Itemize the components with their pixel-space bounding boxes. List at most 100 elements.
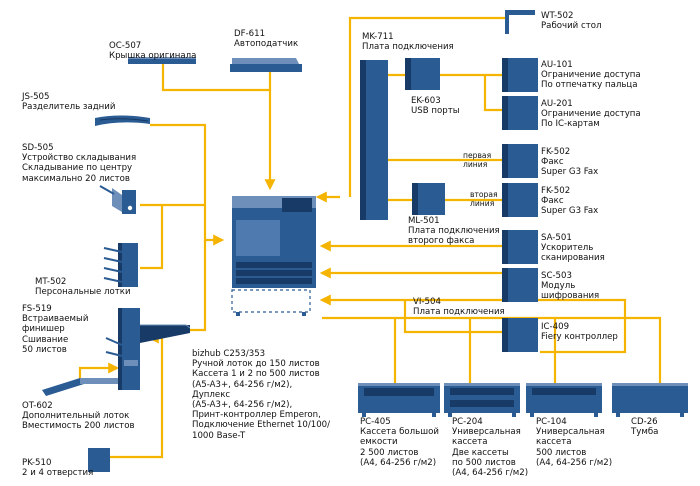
au201-device [502,96,538,130]
label-desc: Разделитель задний [22,102,116,113]
mt502-device [103,243,138,287]
label-desc: Встраиваемый финишер Сшивание 50 листов [22,314,89,355]
ot602-device [42,378,118,396]
pc104-device [526,383,602,417]
pc405-device [358,383,440,417]
label-desc: линия [463,160,488,169]
label-vi504: VI-504 Плата подключения [413,297,505,317]
label-code: OC-507 [109,41,142,51]
label-line1: первая линия [463,151,491,169]
oc507-device [128,57,196,64]
df611-device [230,58,302,72]
label-code: MT-502 [35,277,67,287]
label-main-unit: bizhub C253/353 Ручной лоток до 150 лист… [192,349,330,441]
label-mt502: MT-502 Персональные лотки [35,277,131,297]
fk502b-device [502,183,538,217]
label-ic409: IC-409 Fiery контроллер [541,322,618,342]
label-code: OT-602 [22,401,53,411]
wire-js505 [150,123,225,246]
label-fs519: FS-519 Встраиваемый финишер Сшивание 50 … [22,304,88,355]
label-pc405: PC-405 Кассета большой емкости 2 500 лис… [360,417,439,468]
label-code: IC-409 [541,322,570,332]
label-desc: Дополнительный лоток Вместимость 200 лис… [22,411,135,432]
label-code: AU-101 [541,60,573,70]
label-desc: Ограничение доступа По отпечатку пальца [541,70,641,91]
label-fk502b: FK-502 Факс Super G3 Fax [541,186,598,217]
label-code: bizhub C253/353 [192,349,266,359]
label-desc: Плата подключения [413,307,505,318]
fs519-device [105,308,191,390]
mk711-device [360,60,388,220]
label-code: FK-502 [541,186,571,196]
label-df611: DF-611 Автоподатчик [234,29,298,49]
wire-ot602 [78,362,120,382]
wire-oc507 [161,62,276,191]
label-code: AU-201 [541,99,573,109]
label-sd505: SD-505 Устройство складывания Складывани… [22,143,136,184]
label-code: SC-503 [541,271,572,281]
label-oc507: OC-507 Крышка оригинала [109,41,196,61]
label-desc: Крышка оригинала [109,51,197,62]
label-wt502: WT-502 Рабочий стол [541,11,601,31]
label-desc: Универсальная кассета Две кассеты по 500… [452,427,529,479]
cd26-device [612,383,688,417]
label-ml501: ML-501 Плата подключения второго факса [408,216,500,247]
label-ot602: OT-602 Дополнительный лоток Вместимость … [22,401,135,432]
wire-mt502 [140,205,164,270]
label-code: PC-204 [452,417,483,427]
label-desc: USB порты [411,106,460,117]
label-code: PC-405 [360,417,391,427]
wire-au [483,75,502,112]
label-desc: Тумба [631,427,659,438]
label-code: PC-104 [536,417,567,427]
label-sc503: SC-503 Модуль шифрования [541,271,599,302]
label-pk510: PK-510 2 и 4 отверстия [22,458,93,478]
ek603-device [405,58,440,90]
label-code: вторая [470,190,498,199]
label-code: JS-505 [22,92,50,102]
label-js505: JS-505 Разделитель задний [22,92,115,112]
label-au201: AU-201 Ограничение доступа По IC-картам [541,99,641,130]
label-code: DF-611 [234,29,266,39]
main-unit [231,196,316,316]
sc503-device [502,268,538,302]
label-pc104: PC-104 Универсальная кассета 500 листов … [536,417,612,468]
label-desc: Универсальная кассета 500 листов (A4, 64… [536,427,613,468]
label-cd26: CD-26 Тумба [631,417,658,437]
label-au101: AU-101 Ограничение доступа По отпечатку … [541,60,641,91]
label-code: MK-711 [362,32,394,42]
js505-device [95,115,150,126]
label-desc: линия [470,199,495,208]
label-desc: Ручной лоток до 150 листов Кассета 1 и 2… [192,359,331,441]
label-desc: Плата подключения второго факса [408,226,500,247]
ml501-device [412,183,445,215]
au101-device [502,58,538,92]
label-desc: Автоподатчик [234,39,299,50]
label-ek603: EK-603 USB порты [411,96,460,116]
label-pc204: PC-204 Универсальная кассета Две кассеты… [452,417,528,478]
fk502a-device [502,144,538,178]
label-code: VI-504 [413,297,441,307]
wire-cassette-bus [322,316,662,385]
label-code: FK-502 [541,147,571,157]
sd505-device [99,185,136,214]
wire-wt502 [348,16,505,197]
label-code: SA-501 [541,233,572,243]
wire-fs519 [190,240,207,332]
label-fk502a: FK-502 Факс Super G3 Fax [541,147,598,178]
label-desc: Ограничение доступа По IC-картам [541,109,641,130]
pk510-device [88,448,110,472]
label-code: EK-603 [411,96,441,106]
wt502-device [505,10,535,34]
label-desc: Факс Super G3 Fax [541,157,599,178]
label-sa501: SA-501 Ускоритель сканирования [541,233,605,264]
label-desc: Факс Super G3 Fax [541,196,599,217]
label-code: PK-510 [22,458,52,468]
label-desc: Устройство складывания Складывание по це… [22,153,137,184]
label-code: ML-501 [408,216,440,226]
label-line2: вторая линия [470,190,498,208]
label-desc: 2 и 4 отверстия [22,468,94,479]
label-code: WT-502 [541,11,574,21]
